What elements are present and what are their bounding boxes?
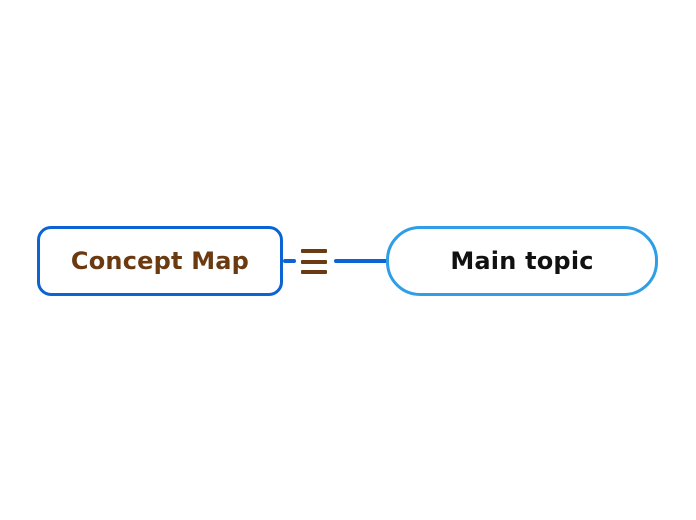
three-lines-icon[interactable] xyxy=(301,249,327,274)
three-lines-icon-bar xyxy=(301,249,327,253)
node-concept-map[interactable]: Concept Map xyxy=(37,226,283,296)
three-lines-icon-bar xyxy=(301,270,327,274)
node-main-topic[interactable]: Main topic xyxy=(386,226,658,296)
three-lines-icon-bar xyxy=(301,259,327,264)
connector-line xyxy=(334,259,389,263)
node-main-topic-label: Main topic xyxy=(450,247,594,275)
node-concept-map-label: Concept Map xyxy=(70,247,250,275)
connector-stub xyxy=(283,259,296,263)
